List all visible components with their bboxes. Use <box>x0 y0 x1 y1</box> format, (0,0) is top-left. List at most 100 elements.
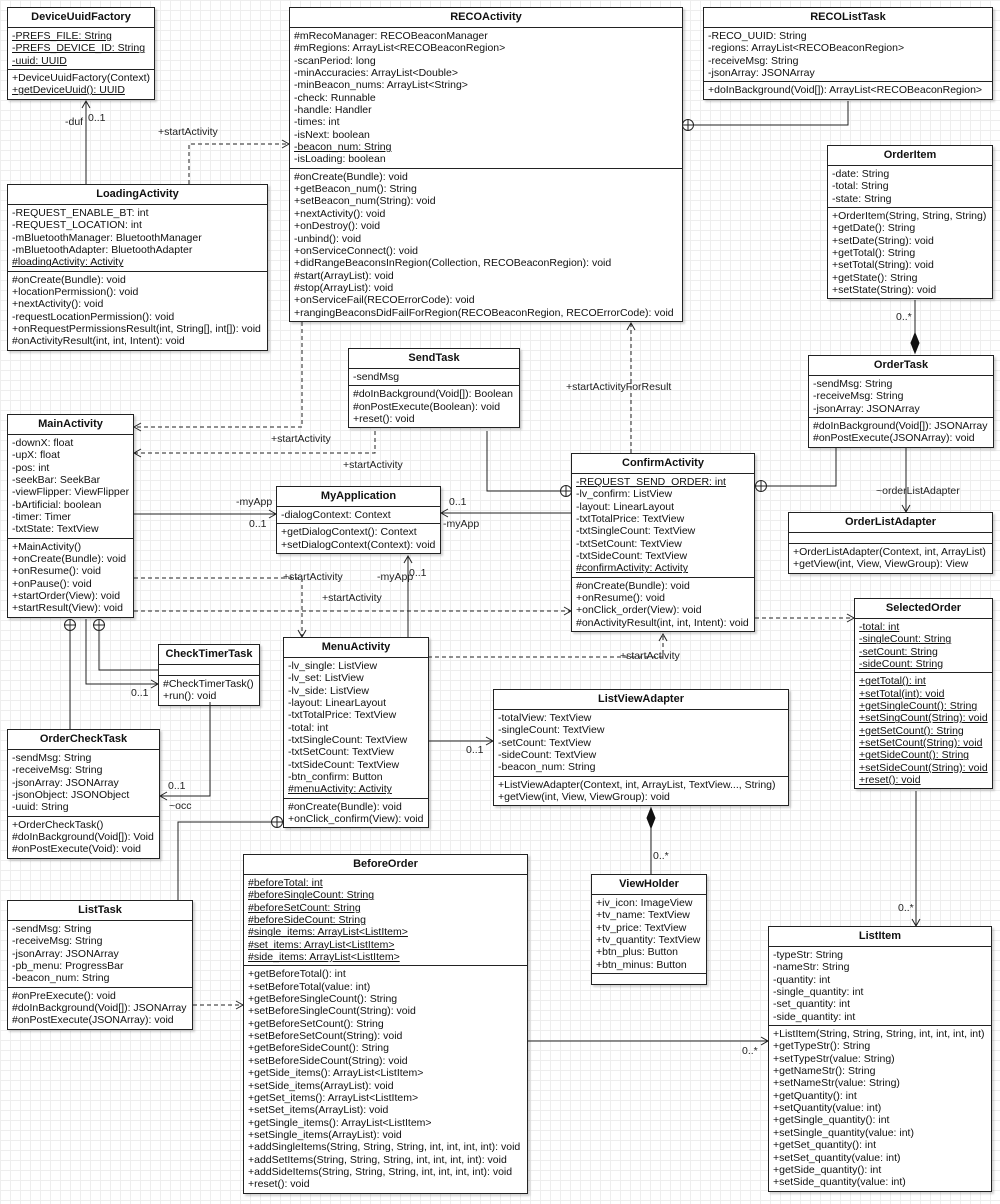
class-name: CheckTimerTask <box>159 645 259 665</box>
attribute: -dialogContext: Context <box>281 509 391 521</box>
attribute: -date: String <box>832 168 890 180</box>
attribute: -timer: Timer <box>12 511 71 524</box>
methods-section: +OrderListAdapter(Context, int, ArrayLis… <box>789 544 992 573</box>
method: +onDestroy(): void <box>294 220 381 233</box>
attributes-section: -date: String-total: String-state: Strin… <box>828 166 992 209</box>
edge-main-checktimer <box>85 619 160 689</box>
nesting-circle-reco <box>682 119 694 131</box>
attributes-section: -sendMsg <box>349 369 519 387</box>
method: +getDeviceUuid(): UUID <box>12 84 125 97</box>
method: +reset(): void <box>859 774 921 787</box>
attribute: -typeStr: String <box>773 949 844 961</box>
attribute: -REQUEST_LOCATION: int <box>12 219 142 232</box>
methods-section: #doInBackground(Void[]): JSONArray#onPos… <box>809 418 993 447</box>
method: +onClick_confirm(View): void <box>288 813 424 826</box>
method: #doInBackground(Void[]): Boolean <box>353 388 513 401</box>
attribute: -sendMsg: String <box>813 378 893 390</box>
class-view-holder: ViewHolder+iv_icon: ImageView+tv_name: T… <box>591 874 707 986</box>
method: +getNameStr(): String <box>773 1065 876 1078</box>
methods-section: #onCreate(Bundle): void+onClick_confirm(… <box>284 799 428 828</box>
class-name: OrderItem <box>828 146 992 166</box>
attributes-section: #beforeTotal: int#beforeSingleCount: Str… <box>244 875 527 967</box>
method: #onPostExecute(JSONArray): void <box>813 432 975 445</box>
method: #onPostExecute(Void): void <box>12 843 141 856</box>
method: +getTypeStr(): String <box>773 1040 871 1053</box>
method: +getDialogContext(): Context <box>281 526 417 539</box>
class-list-task: ListTask-sendMsg: String-receiveMsg: Str… <box>7 900 193 1030</box>
attribute: +tv_price: TextView <box>596 921 687 934</box>
attribute: -txtSideCount: TextView <box>576 550 688 563</box>
attributes-section <box>789 533 992 544</box>
attribute: -minBeacon_nums: ArrayList<String> <box>294 79 468 92</box>
attribute: -scanPeriod: long <box>294 54 376 67</box>
attribute: -regions: ArrayList<RECOBeaconRegion> <box>708 42 905 55</box>
attributes-section <box>159 665 259 676</box>
class-list-item: ListItem-typeStr: String-nameStr: String… <box>768 926 992 1192</box>
edge-label-duf-mult: 0..1 <box>88 112 106 124</box>
method: +getQuantity(): int <box>773 1089 857 1102</box>
method: +getSingle_quantity(): int <box>773 1114 890 1127</box>
edge-ordertask-confirm <box>767 448 837 487</box>
method: +rangingBeaconsDidFailForRegion(RECOBeac… <box>294 306 674 319</box>
class-order-check-task: OrderCheckTask-sendMsg: String-receiveMs… <box>7 729 160 859</box>
edge-label-duf: -duf <box>65 116 83 128</box>
method: +getSide_quantity(): int <box>773 1163 882 1176</box>
edge-label-before-listitem-mult: 0..* <box>742 1045 758 1057</box>
attribute: +tv_name: TextView <box>596 909 690 922</box>
attribute: -state: String <box>832 192 892 205</box>
method: +setSingle_quantity(value: int) <box>773 1126 914 1139</box>
attribute: -REQUEST_ENABLE_BT: int <box>12 207 149 219</box>
method: +OrderListAdapter(Context, int, ArrayLis… <box>793 546 986 558</box>
attributes-section: -RECO_UUID: String-regions: ArrayList<RE… <box>704 28 992 83</box>
methods-section: #doInBackground(Void[]): Boolean#onPostE… <box>349 386 519 427</box>
method: +MainActivity() <box>12 540 82 553</box>
edge-label-orderlistadapter: ~orderListAdapter <box>876 485 960 497</box>
attribute: -downX: float <box>12 437 74 449</box>
method: +getTotal(): int <box>859 675 926 688</box>
attribute: -mBluetoothManager: BluetoothManager <box>12 231 202 244</box>
attribute: -minAccuracies: ArrayList<Double> <box>294 67 458 80</box>
method: #onPreExecute(): void <box>12 989 116 1002</box>
attribute: -single_quantity: int <box>773 986 864 999</box>
attribute: -total: int <box>288 721 329 734</box>
edge-checktimer-ordercheck <box>158 702 211 801</box>
method: #onCreate(Bundle): void <box>288 800 402 813</box>
class-name: ListItem <box>769 927 991 947</box>
edge-label-menu-myapp: -myApp <box>377 571 413 583</box>
methods-section: #onPreExecute(): void#doInBackground(Voi… <box>8 988 192 1029</box>
class-name: OrderTask <box>809 356 993 376</box>
method: +setSet_items(ArrayList): void <box>248 1104 389 1117</box>
attributes-section: #mRecoManager: RECOBeaconManager#mRegion… <box>290 28 682 169</box>
methods-section: #CheckTimerTask()+run(): void <box>159 676 259 705</box>
edge-label-reco-main-2: +startActivity <box>343 459 404 471</box>
method: +run(): void <box>163 690 217 703</box>
class-reco-list-task: RECOListTask-RECO_UUID: String-regions: … <box>703 7 993 100</box>
nesting-circle-sendtask <box>560 485 572 497</box>
attribute: #menuActivity: Activity <box>288 783 392 796</box>
attribute: -jsonArray: JSONArray <box>12 947 119 960</box>
method: +setBeforeSingleCount(String): void <box>248 1005 416 1018</box>
method: +getSide_items(): ArrayList<ListItem> <box>248 1067 424 1080</box>
attribute: -quantity: int <box>773 973 831 986</box>
edge-label-main-checktimer-mult: 0..1 <box>131 687 149 699</box>
method: +setSideCount(String): void <box>859 761 988 774</box>
attributes-section: -PREFS_FILE: String-PREFS_DEVICE_ID: Str… <box>8 28 154 71</box>
attribute: -sideCount: String <box>859 658 944 671</box>
method: -unbind(): void <box>294 232 362 245</box>
method: +getSideCount(): String <box>859 749 970 762</box>
attribute: -lv_side: ListView <box>288 684 369 697</box>
attribute: -beacon_num: String <box>12 972 110 985</box>
class-list-view-adapter: ListViewAdapter-totalView: TextView-sing… <box>493 689 789 807</box>
method: +setDate(String): void <box>832 234 934 247</box>
edge-label-loading-reco: +startActivity <box>158 126 219 138</box>
edge-main-menu <box>134 577 307 639</box>
method: #start(ArrayList): void <box>294 269 394 282</box>
method: +getDate(): String <box>832 222 916 235</box>
attribute: -uuid: UUID <box>12 54 67 67</box>
method: +addSingleItems(String, String, String, … <box>248 1141 521 1154</box>
attribute: +tv_quantity: TextView <box>596 934 701 947</box>
method: #onCreate(Bundle): void <box>12 273 126 286</box>
attribute: +btn_plus: Button <box>596 946 679 959</box>
class-name: OrderListAdapter <box>789 513 992 533</box>
